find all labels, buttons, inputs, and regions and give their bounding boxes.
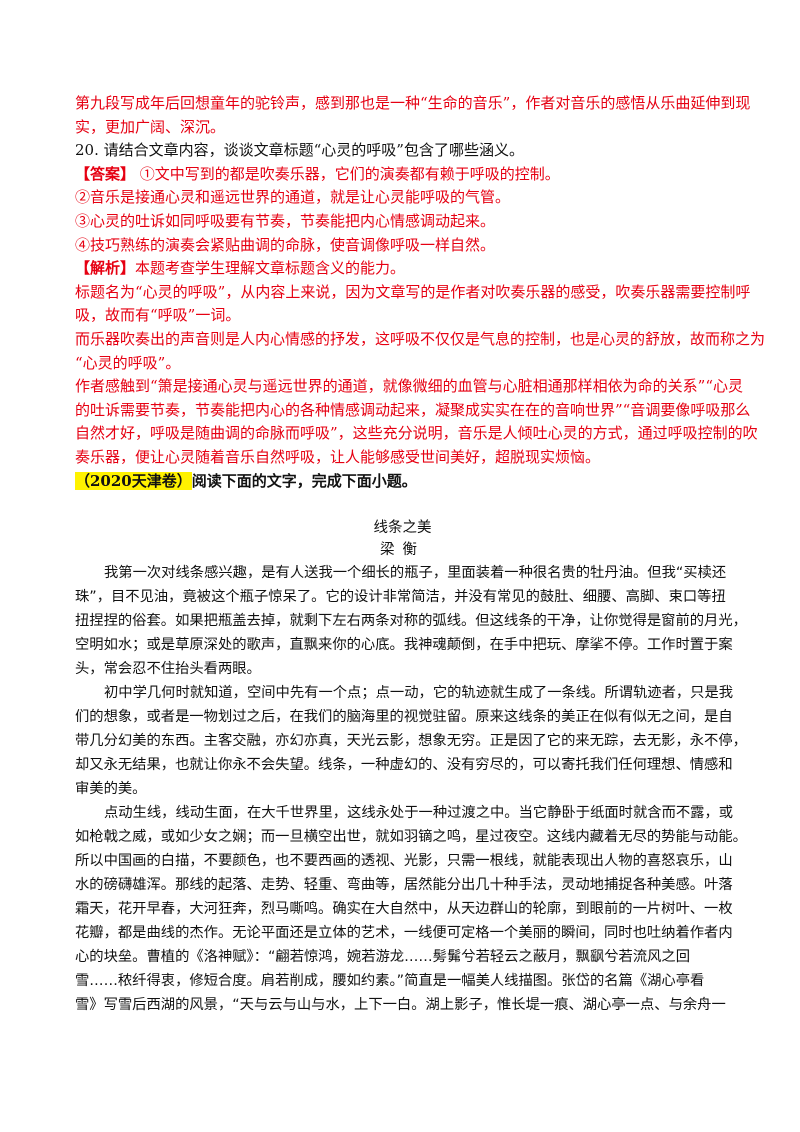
passage-line: 空明如水；或是草原深处的歌声，直飘来你的心底。我神魂颠倒，在手中把玩、摩挲不停。… (75, 637, 733, 654)
explanation-line: 自然才好，呼吸是随曲调的命脉而呼吸”，这些充分说明，音乐是人倾吐心灵的方式，通过… (75, 424, 758, 443)
passage-line: 审美的美。 (75, 781, 147, 798)
section-source: （2020天津卷） (75, 471, 192, 490)
passage-line: 带几分幻美的东西。主客交融，亦幻亦真，天光云影，想象无穷。正是因了它的来无踪，去… (75, 733, 747, 750)
explanation-line: 标题名为“心灵的呼吸”，从内容上来说，因为文章写的是作者对吹奏乐器的感受，吹奏乐… (75, 282, 751, 301)
passage-line: 们的想象，或者是一物划过之后，在我们的脑海里的视觉驻留。原来这线条的美正在似有似… (75, 709, 733, 726)
explanation-line: 奏乐器，便让心灵随着音乐自然呼吸，让人能够感受世间美好，超脱现实烦恼。 (75, 447, 601, 466)
explanation-line: 作者感触到“箫是接通心灵与遥远世界的通道，就像微细的血管与心脏相通那样相依为命的… (75, 377, 744, 396)
passage-line: 雪》写雪后西湖的风景，“天与云与山与水，上下一白。湖上影子，惟长堤一痕、湖心亭一… (75, 997, 726, 1014)
passage-line: 雪……秾纤得衷，修短合度。肩若削成，腰如约素。”简直是一幅美人线描图。张岱的名篇… (75, 973, 705, 990)
passage-author: 梁衡 (380, 542, 425, 559)
explanation-line: 的吐诉需要节奏，节奏能把内心的各种情感调动起来，凝聚成实实在在的音响世界”“音调… (75, 400, 751, 419)
passage-line: 初中学几何时就知道，空间中先有一个点；点一动，它的轨迹就生成了一条线。所谓轨迹者… (104, 685, 734, 702)
passage-line: 花瓣，都是曲线的杰作。无论平面还是立体的艺术，一线便可定格一个美丽的瞬间，同时也… (75, 925, 733, 942)
document-page: 第九段写成年后回想童年的驼铃声，感到那也是一种“生命的音乐”，作者对音乐的感悟从… (75, 92, 766, 1017)
answer-item: ①文中写到的都是吹奏乐器，它们的演奏都有赖于呼吸的控制。 (135, 164, 560, 183)
answer-item: ④技巧熟练的演奏会紧贴曲调的命脉，使音调像呼吸一样自然。 (75, 235, 496, 254)
explanation-tag: 【解析】 (75, 259, 136, 278)
analysis-line: 第九段写成年后回想童年的驼铃声，感到那也是一种“生命的音乐”，作者对音乐的感悟从… (75, 94, 751, 112)
section-header: （2020天津卷）阅读下面的文字，完成下面小题。 (75, 470, 730, 494)
explanation-text: 本题考查学生理解文章标题含义的能力。 (135, 259, 406, 278)
passage-title: 线条之美 (373, 520, 432, 537)
explanation-line: 而乐器吹奏出的声音则是人内心情感的抒发，这呼吸不仅仅是气息的控制，也是心灵的舒放… (75, 329, 766, 348)
passage-line: 我第一次对线条感兴趣，是有人送我一个细长的瓶子，里面装着一种很名贵的牡丹油。但我… (104, 565, 727, 582)
passage-line: 点动生线，线动生面，在大千世界里，这线永处于一种过渡之中。当它静卧于纸面时就含而… (104, 805, 734, 822)
passage-line: 霜天，花开早春，大河狂奔，烈马嘶鸣。确实在大自然中，从天边群山的轮廓，到眼前的一… (75, 901, 733, 918)
explanation-first-line: 【解析】本题考查学生理解文章标题含义的能力。 (75, 257, 730, 281)
passage-line: 如枪戟之威，或如少女之娴；而一旦横空出世，就如羽镝之鸣，星过夜空。这线内藏着无尽… (75, 829, 747, 846)
explanation-line: 吸，故而有“呼吸”一词。 (75, 306, 241, 325)
passage-line: 水的磅礴雄浑。那线的起落、走势、轻重、弯曲等，居然能分出几十种手法，灵动地捕捉各… (75, 877, 733, 894)
answer-item: ③心灵的吐诉如同呼吸要有节奏，节奏能把内心情感调动起来。 (75, 211, 496, 230)
section-instruction: 阅读下面的文字，完成下面小题。 (191, 471, 417, 490)
answer-first-line: 【答案】 ①文中写到的都是吹奏乐器，它们的演奏都有赖于呼吸的控制。 (75, 163, 730, 187)
answer-item: ②音乐是接通心灵和遥远世界的通道，就是让心灵能呼吸的气管。 (75, 188, 511, 207)
explanation-line: “心灵的呼吸”。 (75, 353, 181, 372)
passage-line: 珠”，目不见油，竟被这个瓶子惊呆了。它的设计非常简洁，并没有常见的鼓肚、细腰、高… (75, 589, 726, 606)
passage-line: 头，常会忍不住抬头看两眼。 (75, 661, 261, 678)
passage-line: 心的块垒。曹植的《洛神赋》：“翩若惊鸿，婉若游龙……髣髴兮若轻云之蔽月，飘飖兮若… (75, 949, 691, 966)
answer-tag: 【答案】 (75, 164, 136, 183)
analysis-line: 实，更加广阔、深沉。 (75, 117, 226, 136)
passage: 线条之美 梁衡 我第一次对线条感兴趣，是有人送我一个细长的瓶子，里面装着一种很名… (75, 517, 747, 1017)
passage-line: 却又永无结果，也就让你永不会失望。线条，一种虚幻的、没有穷尽的，可以寄托我们任何… (75, 757, 733, 774)
question-text: 20. 请结合文章内容，谈谈文章标题“心灵的呼吸”包含了哪些涵义。 (75, 141, 524, 160)
passage-line: 所以中国画的白描，不要颜色，也不要西画的透视、光影，只需一根线，就能表现出人物的… (75, 853, 733, 870)
passage-line: 扭捏捏的俗套。如果把瓶盖去掉，就剩下左右两条对称的弧线。但这线条的干净，让你觉得… (75, 613, 747, 630)
